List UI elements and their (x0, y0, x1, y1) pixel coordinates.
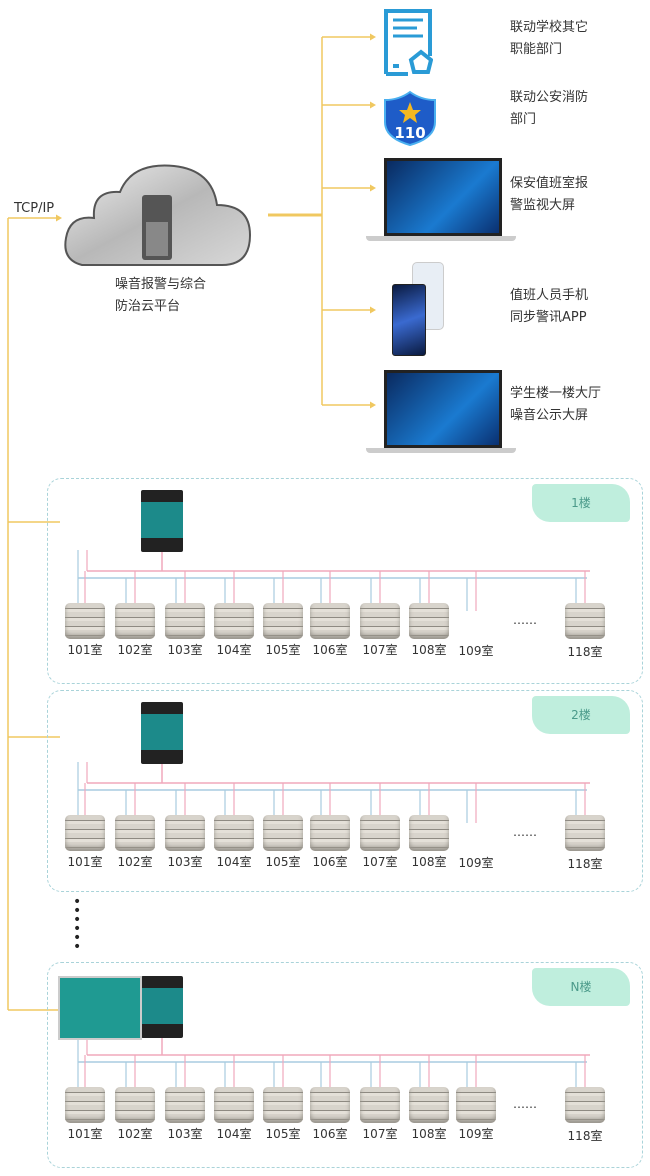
rooms-ellipsis: …… (513, 1097, 537, 1111)
noise-sensor (310, 603, 350, 639)
room-label: 108室 (411, 855, 447, 869)
noise-sensor (409, 1087, 449, 1123)
room-label: 109室 (458, 1127, 494, 1141)
output-label: 保安值班室报警监视大屏 (510, 176, 589, 213)
room-label: 118室 (567, 645, 603, 659)
floor-label: 1楼 (532, 484, 630, 522)
output-label: 值班人员手机同步警讯APP (510, 288, 589, 325)
arrow-head (370, 184, 376, 192)
floor-1-panel: 1楼 (47, 478, 643, 684)
noise-sensor (565, 603, 605, 639)
controller-module (141, 490, 183, 552)
room-label: 102室 (117, 1127, 153, 1141)
room-label: 101室 (67, 1127, 103, 1141)
arrow-head (370, 306, 376, 314)
controller-module (141, 976, 183, 1038)
gateway-board (58, 976, 142, 1040)
noise-sensor (65, 603, 105, 639)
floor-2-panel: 2楼 (47, 690, 643, 892)
noise-sensor (115, 1087, 155, 1123)
rooms-ellipsis: …… (513, 613, 537, 627)
room-label: 106室 (312, 643, 348, 657)
noise-sensor (263, 1087, 303, 1123)
room-label: 102室 (117, 855, 153, 869)
noise-sensor (115, 603, 155, 639)
laptop-icon (366, 370, 516, 453)
protocol-label: TCP/IP (14, 201, 55, 216)
arrow-head (370, 33, 376, 41)
noise-sensor (263, 603, 303, 639)
controller-module (141, 702, 183, 764)
floor-label: N楼 (532, 968, 630, 1006)
arrow-head (56, 214, 62, 222)
room-label: 104室 (216, 643, 252, 657)
room-label: 103室 (167, 643, 203, 657)
room-label: 118室 (567, 1129, 603, 1143)
room-label: 107室 (362, 855, 398, 869)
room-label: 104室 (216, 1127, 252, 1141)
laptop-icon (366, 158, 516, 241)
noise-sensor (214, 603, 254, 639)
noise-sensor (360, 603, 400, 639)
noise-sensor (456, 1087, 496, 1123)
cloud-server-icon (64, 164, 252, 266)
room-label: 108室 (411, 643, 447, 657)
noise-sensor (214, 815, 254, 851)
floor-3-panel: N楼 (47, 962, 643, 1168)
room-label: 103室 (167, 855, 203, 869)
room-label: 105室 (265, 643, 301, 657)
noise-sensor (65, 815, 105, 851)
room-label: 105室 (265, 1127, 301, 1141)
rooms-ellipsis: …… (513, 825, 537, 839)
room-label: 101室 (67, 643, 103, 657)
room-label: 107室 (362, 1127, 398, 1141)
noise-sensor (565, 1087, 605, 1123)
noise-sensor (360, 815, 400, 851)
room-label: 104室 (216, 855, 252, 869)
noise-sensor (165, 815, 205, 851)
noise-sensor (65, 1087, 105, 1123)
noise-sensor (165, 603, 205, 639)
svg-text:110: 110 (394, 124, 425, 142)
document-icon (384, 9, 433, 76)
room-label: 105室 (265, 855, 301, 869)
output-label: 联动学校其它职能部门 (510, 20, 589, 57)
room-label: 103室 (167, 1127, 203, 1141)
room-label: 102室 (117, 643, 153, 657)
room-label: 107室 (362, 643, 398, 657)
room-label: 109室 (458, 644, 494, 658)
noise-sensor (409, 603, 449, 639)
noise-sensor (263, 815, 303, 851)
room-label: 109室 (458, 856, 494, 870)
room-label: 101室 (67, 855, 103, 869)
noise-sensor (214, 1087, 254, 1123)
arrow-head (370, 401, 376, 409)
platform-label: 噪音报警与综合防治云平台 (115, 277, 207, 314)
noise-sensor (310, 1087, 350, 1123)
room-label: 106室 (312, 1127, 348, 1141)
more-floors-dots: •••••• (73, 894, 82, 955)
noise-sensor (360, 1087, 400, 1123)
noise-sensor (565, 815, 605, 851)
room-label: 118室 (567, 857, 603, 871)
police-shield-icon: 110 (384, 90, 436, 146)
room-label: 106室 (312, 855, 348, 869)
noise-sensor (409, 815, 449, 851)
floor-label: 2楼 (532, 696, 630, 734)
room-label: 108室 (411, 1127, 447, 1141)
output-label: 联动公安消防部门 (510, 90, 589, 127)
noise-sensor (165, 1087, 205, 1123)
output-label: 学生楼一楼大厅噪音公示大屏 (510, 386, 602, 423)
arrow-head (370, 101, 376, 109)
noise-sensor (115, 815, 155, 851)
noise-sensor (310, 815, 350, 851)
